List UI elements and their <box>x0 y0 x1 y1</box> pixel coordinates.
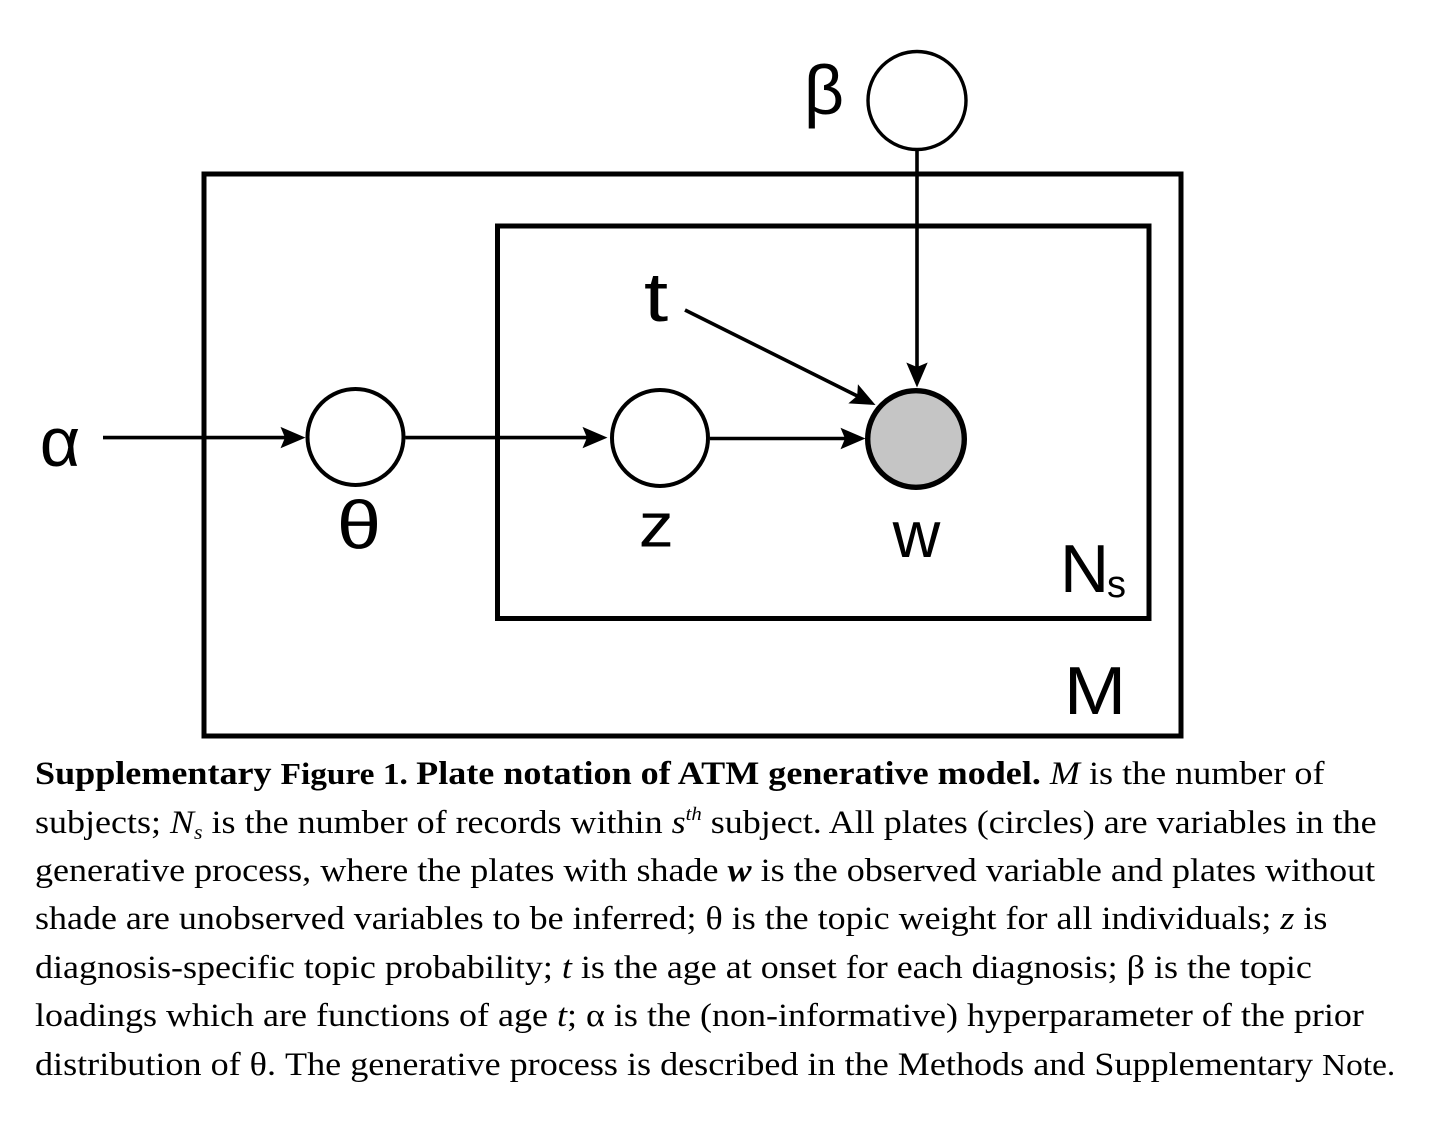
svg-text:θ: θ <box>337 486 381 562</box>
svg-text:t: t <box>644 257 668 336</box>
svg-text:z: z <box>639 491 674 560</box>
svg-text:s: s <box>1107 564 1126 606</box>
svg-text:w: w <box>892 497 941 571</box>
svg-text:α: α <box>40 403 80 481</box>
svg-text:M: M <box>1064 653 1126 729</box>
svg-text:N: N <box>1060 531 1109 607</box>
svg-text:β: β <box>804 51 844 129</box>
